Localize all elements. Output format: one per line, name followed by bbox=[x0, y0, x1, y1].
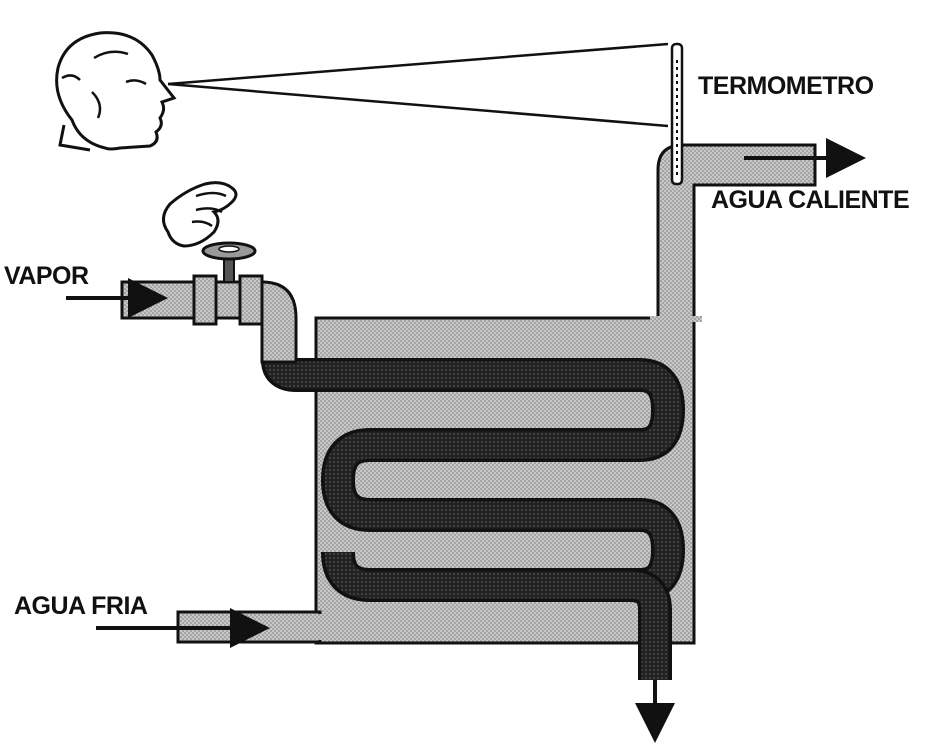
sight-lines bbox=[167, 42, 669, 128]
thermometer bbox=[670, 42, 684, 186]
steam-coil bbox=[261, 300, 685, 680]
label-agua-fria: AGUA FRIA bbox=[14, 592, 148, 620]
label-vapor: VAPOR bbox=[4, 262, 89, 290]
valve-wheel-icon bbox=[201, 241, 257, 283]
observer-head-icon bbox=[55, 31, 177, 152]
label-termometro: TERMOMETRO bbox=[698, 72, 874, 100]
steam-inlet-pipe bbox=[120, 274, 298, 364]
flow-arrow-icon bbox=[66, 138, 866, 743]
hand-icon bbox=[162, 181, 238, 248]
label-agua-caliente: AGUA CALIENTE bbox=[711, 186, 910, 214]
